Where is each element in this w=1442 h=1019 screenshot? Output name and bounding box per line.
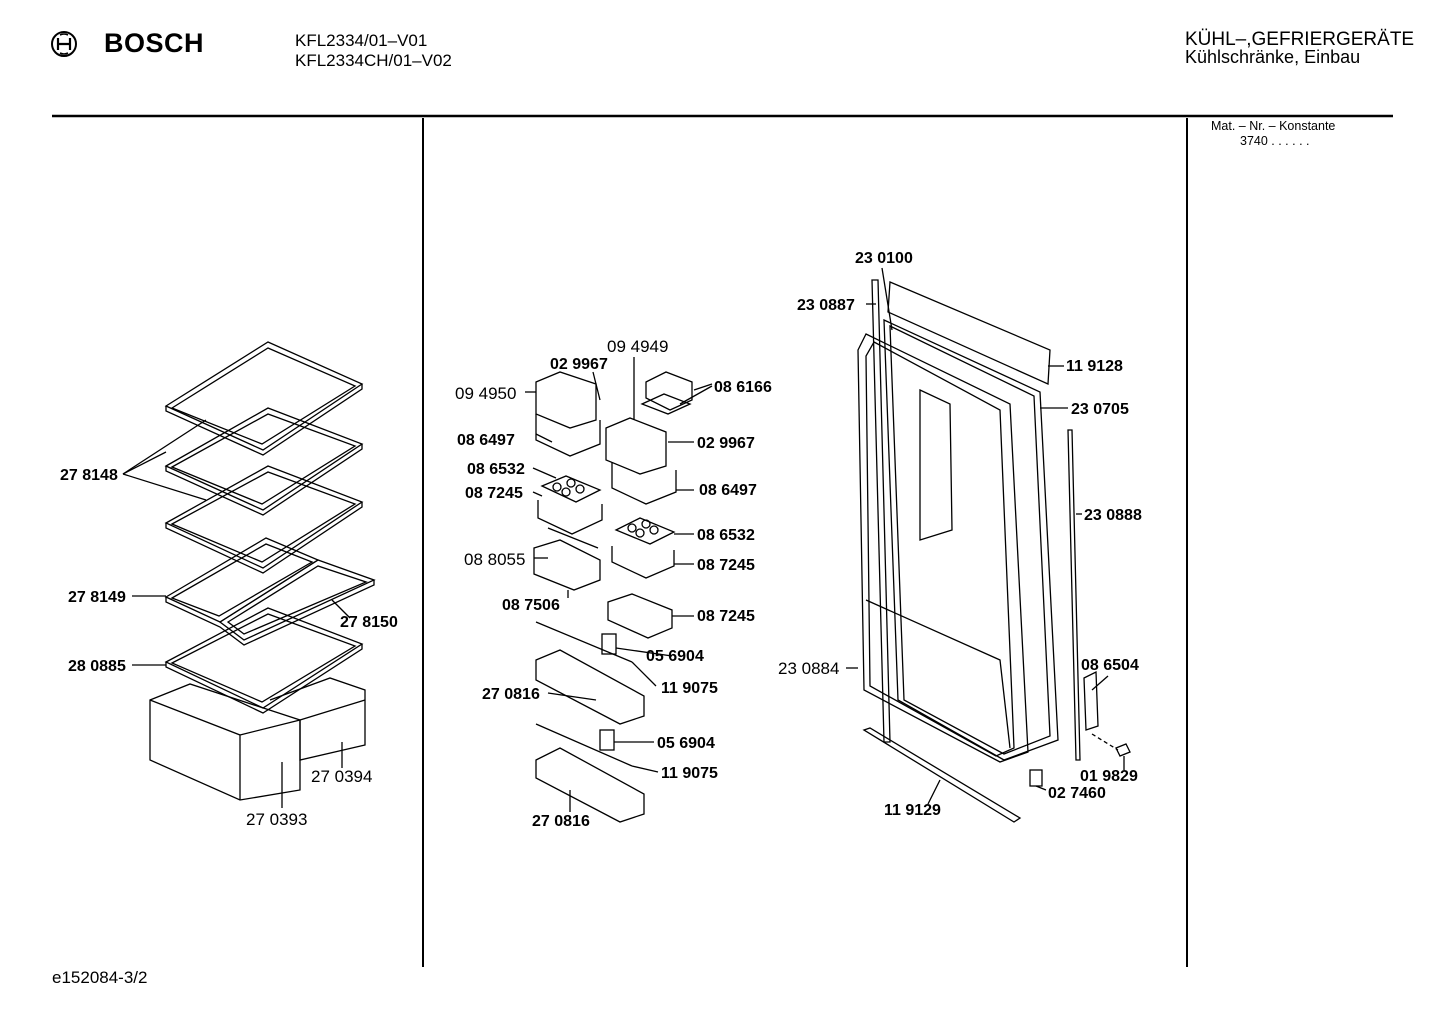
label-086497-b: 08 6497 [699, 482, 757, 499]
label-230100: 23 0100 [855, 250, 913, 267]
label-094950: 09 4950 [455, 384, 516, 403]
category-title: KÜHL–,GEFRIERGERÄTE [1185, 29, 1415, 50]
label-087245-b: 08 7245 [697, 557, 755, 574]
part-labels: 27 8148 27 8149 27 8150 28 0885 27 0394 … [60, 250, 1142, 830]
brand-name: BOSCH [104, 28, 205, 58]
bosch-logo-icon [51, 31, 77, 57]
label-056904-b: 05 6904 [657, 735, 715, 752]
label-086532-a: 08 6532 [467, 461, 525, 478]
category-subtitle: Kühlschränke, Einbau [1185, 47, 1361, 67]
label-086166: 08 6166 [714, 379, 772, 396]
label-094949: 09 4949 [607, 337, 668, 356]
label-087506: 08 7506 [502, 597, 560, 614]
label-086504: 08 6504 [1081, 657, 1139, 674]
label-056904-a: 05 6904 [646, 648, 704, 665]
label-029967-b: 02 9967 [697, 435, 755, 452]
frame-lines [52, 114, 1393, 967]
konstante-value: 3740 . . . . . . [1240, 134, 1310, 148]
label-278148: 27 8148 [60, 467, 118, 484]
label-086497-a: 08 6497 [457, 432, 515, 449]
label-278149: 27 8149 [68, 589, 126, 606]
label-270393: 27 0393 [246, 810, 307, 829]
label-119129: 11 9129 [884, 802, 941, 819]
label-086532-b: 08 6532 [697, 527, 755, 544]
model-number-1: KFL2334/01–V01 [295, 31, 428, 50]
label-027460: 02 7460 [1048, 785, 1106, 802]
door-shelves-drawing [525, 357, 713, 823]
label-270816-a: 27 0816 [482, 686, 540, 703]
label-029967-a: 02 9967 [550, 356, 608, 373]
label-230705: 23 0705 [1071, 401, 1129, 418]
label-280885: 28 0885 [68, 658, 126, 675]
label-230887: 23 0887 [797, 297, 855, 314]
label-230884: 23 0884 [778, 659, 839, 678]
shelf-assembly-drawing [122, 341, 376, 808]
label-270394: 27 0394 [311, 767, 372, 786]
label-230888: 23 0888 [1084, 507, 1142, 524]
label-278150: 27 8150 [340, 614, 398, 631]
konstante-label: Mat. – Nr. – Konstante [1211, 119, 1336, 133]
label-087245-c: 08 7245 [697, 608, 755, 625]
label-270816-b: 27 0816 [532, 813, 590, 830]
door-assembly-drawing [846, 267, 1131, 823]
model-number-2: KFL2334CH/01–V02 [295, 51, 452, 70]
label-119128: 11 9128 [1066, 358, 1123, 375]
label-087245-a: 08 7245 [465, 485, 523, 502]
document-id: e152084-3/2 [52, 968, 148, 987]
label-119075-b: 11 9075 [661, 765, 718, 782]
label-088055: 08 8055 [464, 550, 525, 569]
label-019829: 01 9829 [1080, 768, 1138, 785]
label-119075-a: 11 9075 [661, 680, 718, 697]
